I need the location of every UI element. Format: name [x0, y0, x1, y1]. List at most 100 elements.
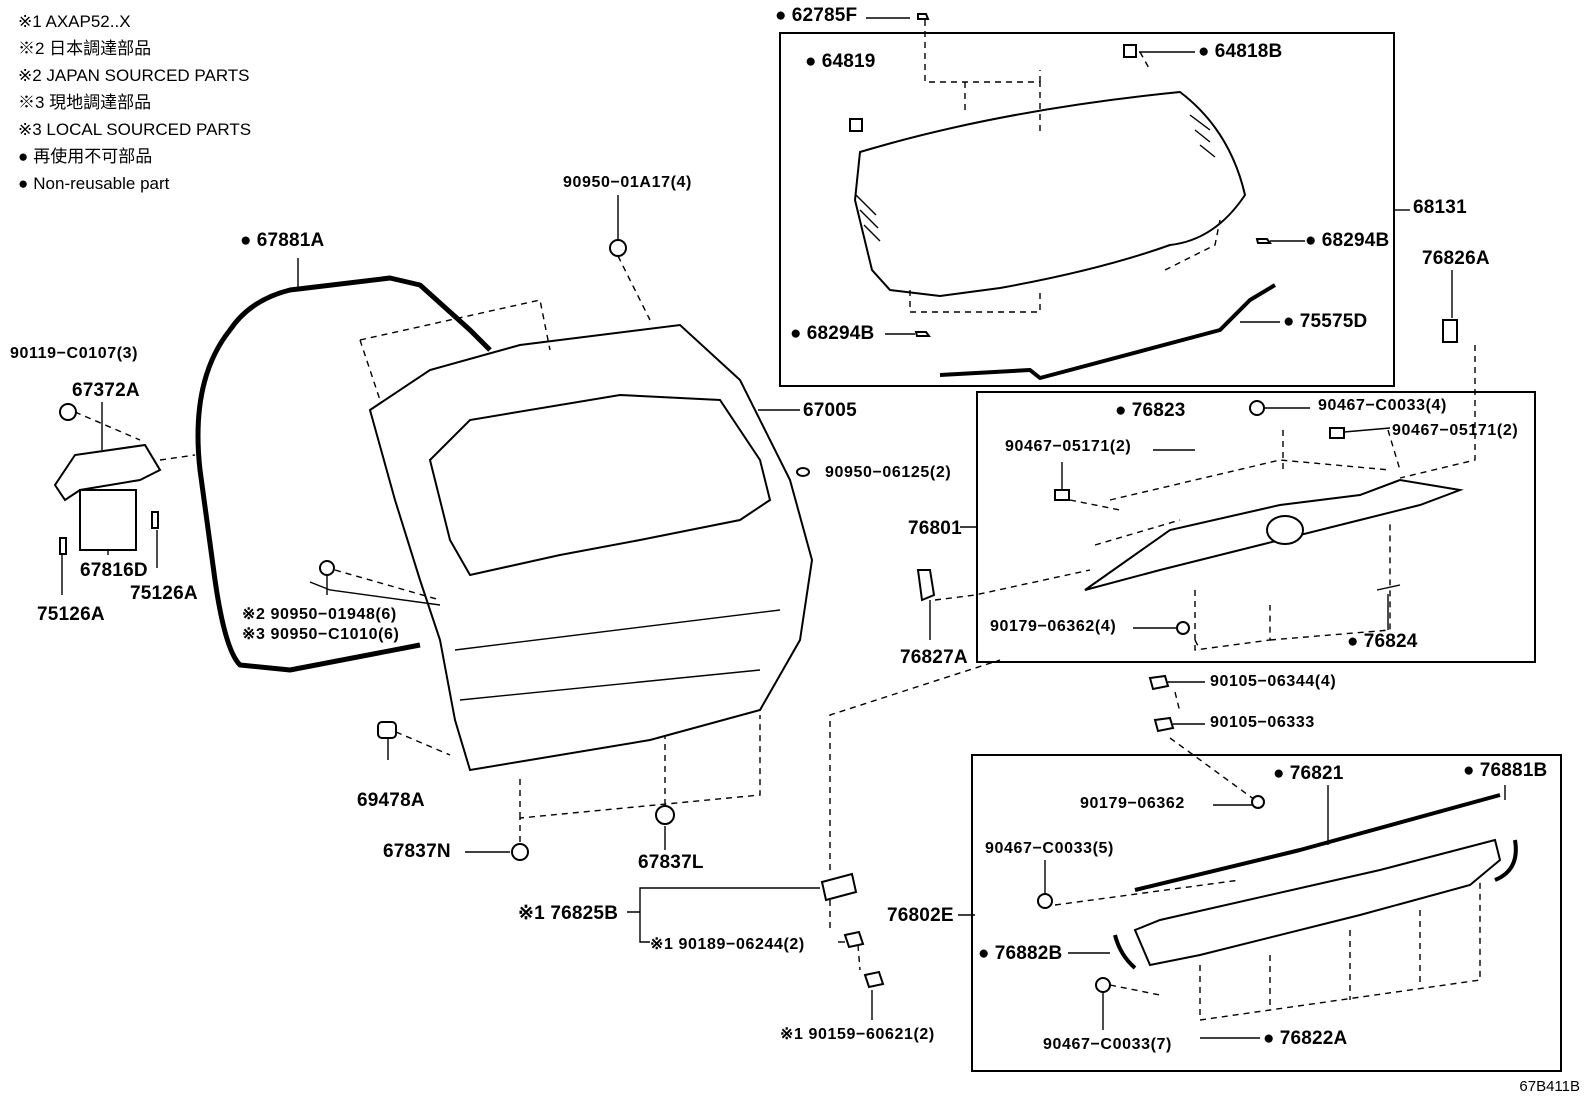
label-76827A[interactable]: 76827A — [900, 647, 968, 668]
moulding-76821-shape — [1134, 793, 1501, 892]
label-90179-06362-4[interactable]: 90179−06362(4) — [990, 618, 1117, 635]
label-90179-06362[interactable]: 90179−06362 — [1080, 795, 1185, 812]
label-64819[interactable]: 64819 — [805, 51, 876, 73]
label-67816D[interactable]: 67816D — [80, 560, 148, 581]
part-68294B-r-shape — [1255, 238, 1272, 244]
legend-line-4: ※3 現地調達部品 — [18, 93, 152, 112]
cushion-69478A-shape — [377, 721, 397, 739]
label-90467-C0033-5[interactable]: 90467−C0033(5) — [985, 840, 1114, 857]
clip-90179-4-shape — [1176, 621, 1190, 635]
label-90950-06125[interactable]: 90950−06125(2) — [825, 464, 952, 481]
hinge-shape — [53, 443, 162, 502]
label-75575D-text: 75575D — [1299, 311, 1368, 332]
bolt-90119-shape — [59, 403, 77, 421]
bolt-90159-shape — [863, 970, 885, 989]
label-76825B[interactable]: ※1 76825B — [518, 903, 619, 924]
label-67005[interactable]: 67005 — [803, 400, 857, 421]
nut-90189-shape — [843, 930, 865, 949]
glass-clip-right — [1189, 114, 1216, 158]
back-window-glass — [853, 90, 1247, 298]
label-90105-06344[interactable]: 90105−06344(4) — [1210, 673, 1337, 690]
label-62785F-text: 62785F — [791, 5, 858, 26]
label-76823[interactable]: 76823 — [1115, 400, 1186, 422]
clip-90950-01948-shape — [319, 560, 335, 576]
label-75126A-right[interactable]: 75126A — [130, 583, 198, 604]
clip-90467-C0033-5-shape — [1037, 893, 1053, 909]
weatherstrip-shape — [195, 275, 492, 673]
label-76822A-text: 76822A — [1279, 1028, 1348, 1049]
label-75575D[interactable]: 75575D — [1283, 311, 1368, 333]
legend-line-6-text: 再使用不可部品 — [33, 147, 153, 166]
bolt-90105-06344-shape — [1148, 674, 1170, 691]
label-67372A[interactable]: 67372A — [72, 380, 140, 401]
label-90105-06333[interactable]: 90105−06333 — [1210, 714, 1315, 731]
clip-90179-shape — [1251, 795, 1265, 809]
clip-90467-C0033-4-shape — [1249, 400, 1265, 416]
label-76821-text: 76821 — [1289, 763, 1344, 784]
lower-garnish-box — [971, 754, 1562, 1072]
label-64819-text: 64819 — [821, 51, 876, 72]
label-68131[interactable]: 68131 — [1413, 197, 1467, 218]
label-90189-06244[interactable]: ※1 90189−06244(2) — [650, 936, 805, 953]
clip-90467-l-shape — [1054, 489, 1070, 501]
diagram-reference-code: 67B411B — [1519, 1078, 1580, 1095]
label-67881A-text: 67881A — [256, 230, 325, 251]
label-76882B-text: 76882B — [994, 943, 1063, 964]
bracket-76826A-shape — [1442, 319, 1458, 343]
trim-76881B-shape — [1494, 839, 1518, 882]
label-90467-05171-right[interactable]: 90467−05171(2) — [1392, 422, 1519, 439]
clip-90467-C0033-7-shape — [1095, 977, 1111, 993]
label-90950-01948[interactable]: ※2 90950−01948(6) — [242, 606, 397, 623]
label-76821[interactable]: 76821 — [1273, 763, 1344, 785]
label-76826A[interactable]: 76826A — [1422, 248, 1490, 269]
label-67837L[interactable]: 67837L — [638, 852, 704, 873]
part-68294B-l-shape — [914, 331, 931, 337]
label-76881B-text: 76881B — [1479, 760, 1548, 781]
label-76824-text: 76824 — [1363, 631, 1418, 652]
legend-line-2: ※2 日本調達部品 — [18, 39, 152, 58]
label-90467-C0033-4[interactable]: 90467−C0033(4) — [1318, 397, 1447, 414]
label-64818B-text: 64818B — [1214, 41, 1283, 62]
label-68294B-left[interactable]: 68294B — [790, 323, 875, 345]
label-90950-01A17[interactable]: 90950−01A17(4) — [563, 174, 692, 191]
clip-90950-01A17-shape — [609, 239, 627, 257]
label-90950-C1010[interactable]: ※3 90950−C1010(6) — [242, 626, 400, 643]
part-75575D-shape — [939, 283, 1277, 380]
label-76824[interactable]: 76824 — [1347, 631, 1418, 653]
label-68294B-right[interactable]: 68294B — [1305, 230, 1390, 252]
label-67837N[interactable]: 67837N — [383, 841, 451, 862]
part-64818B-shape — [1123, 44, 1137, 58]
legend-line-7-text: Non-reusable part — [33, 174, 170, 193]
label-62785F[interactable]: 62785F — [775, 5, 857, 27]
legend-line-1: ※1 AXAP52..X — [18, 12, 131, 31]
part-62785F-shape — [917, 13, 930, 20]
cushion-67837L-shape — [655, 805, 675, 825]
label-64818B[interactable]: 64818B — [1198, 41, 1283, 63]
lower-garnish-shape — [1133, 838, 1502, 967]
label-90467-05171-left[interactable]: 90467−05171(2) — [1005, 438, 1132, 455]
label-76881B[interactable]: 76881B — [1463, 760, 1548, 782]
label-90467-C0033-7[interactable]: 90467−C0033(7) — [1043, 1036, 1172, 1053]
label-76801[interactable]: 76801 — [908, 518, 962, 539]
label-68294B-right-text: 68294B — [1321, 230, 1390, 251]
trim-76882B-shape — [1113, 934, 1137, 970]
legend-line-3: ※2 JAPAN SOURCED PARTS — [18, 66, 250, 85]
label-75126A-left[interactable]: 75126A — [37, 604, 105, 625]
stopper-75126A-l-shape — [59, 537, 67, 555]
label-90119-C0107[interactable]: 90119−C0107(3) — [10, 345, 139, 362]
back-door-window-opening — [428, 393, 772, 577]
label-90159-60621[interactable]: ※1 90159−60621(2) — [780, 1026, 935, 1043]
legend-line-6: 再使用不可部品 — [18, 143, 251, 170]
label-76822A[interactable]: 76822A — [1263, 1028, 1348, 1050]
label-76802E[interactable]: 76802E — [887, 905, 954, 926]
part-64819-shape — [849, 118, 863, 132]
legend-line-7: Non-reusable part — [18, 170, 251, 197]
clip-90467-r-shape — [1329, 427, 1345, 439]
label-67881A[interactable]: 67881A — [240, 230, 325, 252]
label-69478A[interactable]: 69478A — [357, 790, 425, 811]
plate-67816D-shape — [79, 489, 137, 551]
stopper-75126A-r-shape — [151, 511, 159, 529]
label-76882B[interactable]: 76882B — [978, 943, 1063, 965]
label-68294B-left-text: 68294B — [806, 323, 875, 344]
